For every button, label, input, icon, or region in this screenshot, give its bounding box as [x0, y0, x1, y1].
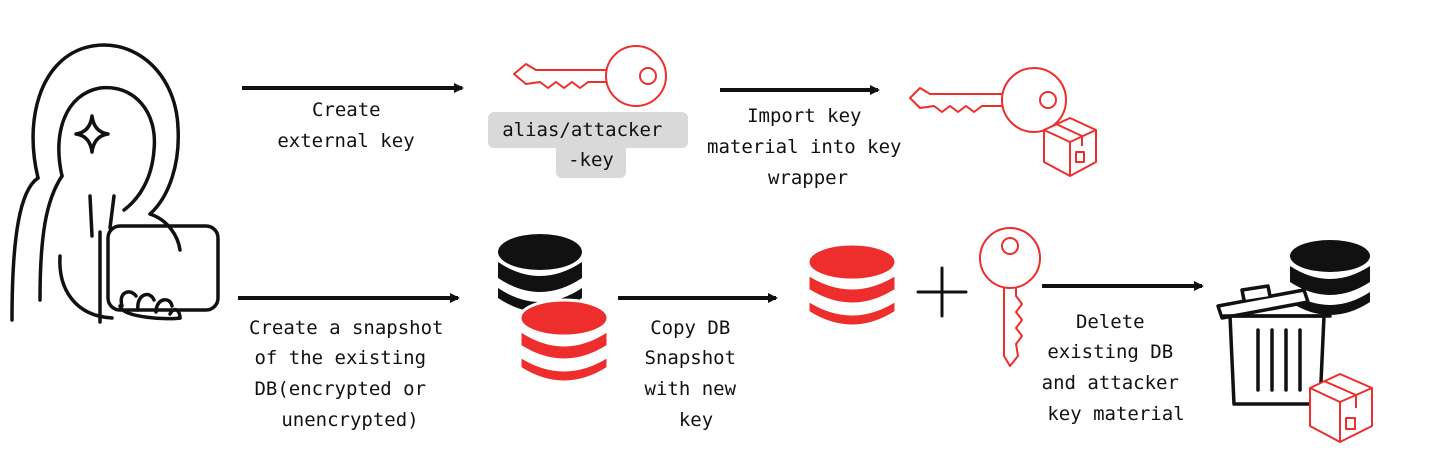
- box-icon: [1309, 373, 1373, 443]
- label-create-external-key: Create external key: [277, 99, 414, 152]
- label-delete: Delete existing DB and attacker key mate…: [1042, 311, 1191, 425]
- key-with-box-icon: [909, 67, 1097, 177]
- box-icon: [1043, 117, 1097, 177]
- vertical-key-icon: [979, 227, 1041, 367]
- trash-database-icon: [1216, 240, 1373, 443]
- svg-text:alias/attacker -key: alias/attacker -key: [502, 119, 674, 171]
- stacked-databases-icon: [498, 234, 610, 384]
- label-copy-snapshot: Copy DB Snapshot with new key: [645, 317, 748, 431]
- hooded-attacker-icon: [10, 43, 220, 324]
- label-create-snapshot: Create a snapshot of the existing DB(enc…: [249, 317, 455, 431]
- label-import-key-material: Import key material into key wrapper: [707, 105, 913, 189]
- plus-icon: [916, 266, 968, 318]
- alias-badge: alias/attacker -key: [488, 112, 688, 178]
- red-key-icon: [513, 45, 667, 107]
- red-database-icon: [806, 242, 898, 328]
